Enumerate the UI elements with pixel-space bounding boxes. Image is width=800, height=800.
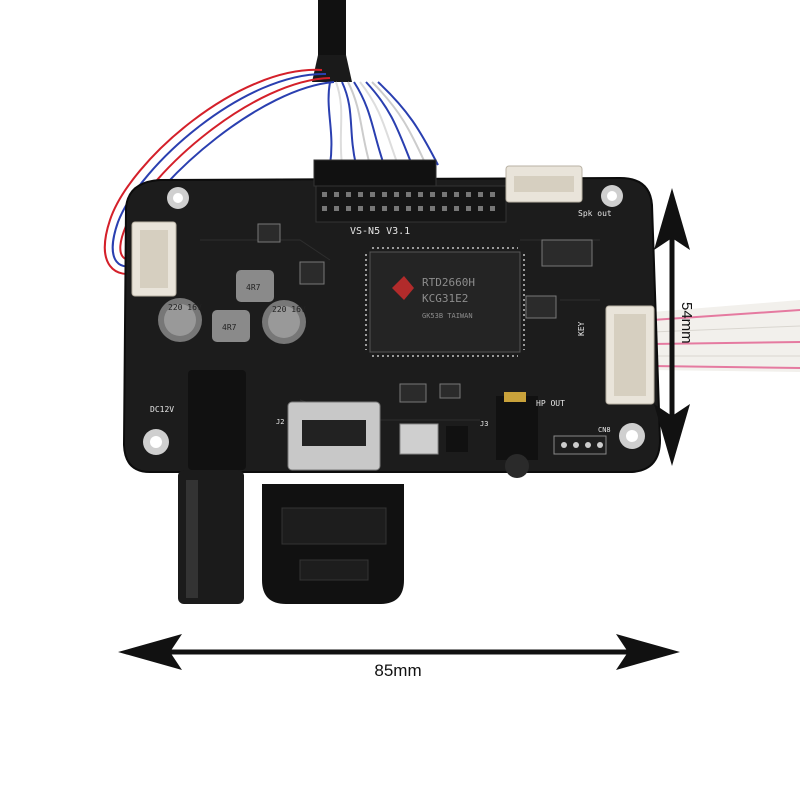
- board-label: VS-N5 V3.1: [350, 226, 410, 237]
- key-connector: [605, 305, 655, 405]
- lvds-header: [313, 159, 507, 223]
- chip-label-line2: KCG31E2: [422, 292, 468, 305]
- inductor-label: 4R7: [246, 283, 261, 292]
- width-dimension-arrow: [118, 634, 680, 670]
- chip-label-line3: GK53B TAIWAN: [422, 312, 473, 320]
- ribbon-cable: [651, 300, 800, 372]
- smd-components: [257, 223, 593, 403]
- main-chip: RTD2660H KCG31E2 GK53B TAIWAN: [365, 247, 525, 357]
- width-label: 85mm: [374, 661, 421, 680]
- inductor: 4R7: [212, 310, 250, 342]
- silk-j3: J3: [480, 420, 488, 428]
- lvds-wires: [327, 81, 439, 166]
- height-label: 54mm: [678, 302, 695, 344]
- silk-hp-out: HP OUT: [536, 399, 565, 408]
- inductor-label: 4R7: [222, 323, 237, 332]
- voltage-regulator: [399, 423, 468, 455]
- inductor: 4R7: [236, 270, 274, 302]
- silk-j2: J2: [276, 418, 284, 426]
- dc-jack: [178, 370, 246, 604]
- silk-key: KEY: [577, 321, 586, 336]
- silk-spk-out: Spk out: [578, 209, 612, 218]
- capacitor: 220 16V: [158, 298, 202, 342]
- capacitor-label: 220 16V: [272, 305, 306, 314]
- height-dimension-arrow: [654, 188, 690, 466]
- power-connector: [131, 221, 177, 297]
- top-cable: [312, 0, 352, 82]
- capacitor-label: 220 16V: [168, 303, 202, 312]
- silk-cn8: CN8: [598, 426, 611, 434]
- speaker-connector: [505, 165, 583, 203]
- cn8-header: [553, 435, 607, 455]
- audio-jack: [496, 392, 538, 478]
- capacitor: 220 16V: [262, 300, 306, 344]
- chip-label-line1: RTD2660H: [422, 276, 475, 289]
- silk-dc12v: DC12V: [150, 405, 174, 414]
- hdmi-connector: [262, 401, 404, 604]
